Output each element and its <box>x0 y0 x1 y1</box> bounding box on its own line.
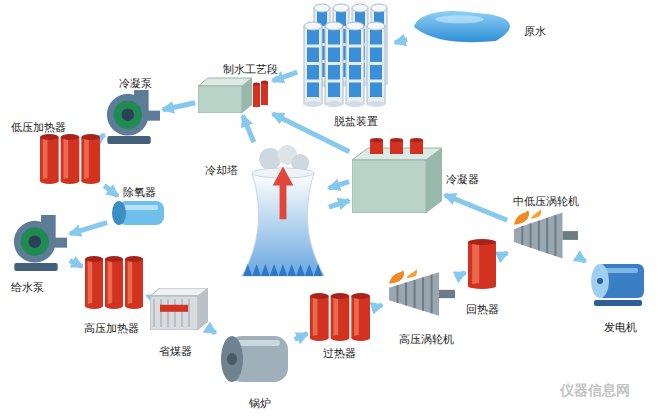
flow-arrow <box>211 330 216 333</box>
generator: 发电机 <box>588 258 650 308</box>
label-holder: 原水 <box>523 20 547 39</box>
cooling-tower: 冷却塔 <box>240 145 326 280</box>
condenser: 冷凝器 <box>352 138 442 213</box>
flow-arrow <box>104 186 118 197</box>
component-label: 高压加热器 <box>83 322 140 335</box>
flow-arrow <box>163 103 195 110</box>
component-label: 冷凝器 <box>445 173 480 186</box>
superheater: 过热器 <box>310 292 372 342</box>
label-holder: 锅炉 <box>248 392 272 411</box>
component-label: 发电机 <box>603 321 638 334</box>
component-label: 过热器 <box>322 347 357 360</box>
flow-arrow <box>295 334 308 340</box>
component-label: 除氧器 <box>122 186 157 199</box>
label-holder: 脱盐装置 <box>333 110 379 129</box>
reheater-picture <box>468 238 498 290</box>
label-holder: 高压涡轮机 <box>398 328 455 347</box>
ip-lp-turbine-picture <box>510 208 580 263</box>
water-treatment-box-picture <box>198 76 270 113</box>
reheater: 回热器 <box>468 238 498 290</box>
component-label: 制水工艺段 <box>222 63 279 76</box>
cooling-tower-picture <box>240 145 326 280</box>
component-label: 低压加热器 <box>10 121 67 134</box>
hp-turbine-picture <box>385 268 457 320</box>
label-holder: 发电机 <box>603 316 638 335</box>
label-holder: 冷凝泵 <box>118 72 153 91</box>
component-label: 原水 <box>523 25 547 38</box>
feed-pump: 给水泵 <box>5 215 67 273</box>
water-treatment-box: 制水工艺段 <box>198 76 270 113</box>
condensate-pump-picture <box>98 88 160 146</box>
label-holder: 过热器 <box>322 342 357 361</box>
lp-heater: 低压加热器 <box>40 133 102 185</box>
raw-water: 原水 <box>410 6 520 44</box>
raw-water-picture <box>410 6 520 44</box>
deaerator-picture <box>110 198 168 228</box>
desalination-unit-picture <box>300 2 392 108</box>
flow-arrow <box>329 182 349 189</box>
label-holder: 回热器 <box>465 298 500 317</box>
condensate-pump: 冷凝泵 <box>98 88 160 146</box>
label-holder: 制水工艺段 <box>222 58 279 77</box>
hp-heater-picture <box>85 255 145 310</box>
deaerator: 除氧器 <box>110 198 168 228</box>
label-holder: 除氧器 <box>122 181 157 200</box>
feed-pump-picture <box>5 215 67 273</box>
generator-picture <box>588 258 650 308</box>
label-holder: 给水泵 <box>10 276 45 295</box>
flow-arrow <box>375 305 382 307</box>
hp-turbine: 高压涡轮机 <box>385 268 457 320</box>
desalination-unit: 脱盐装置 <box>300 2 392 108</box>
economizer: 省煤器 <box>150 288 208 330</box>
component-label: 锅炉 <box>248 397 272 410</box>
boiler: 锅炉 <box>218 330 292 388</box>
flow-arrow <box>583 260 586 262</box>
component-label: 脱盐装置 <box>333 115 379 128</box>
flow-arrow <box>460 273 466 276</box>
flow-arrow <box>501 253 508 256</box>
flow-arrow <box>445 195 507 220</box>
label-holder: 高压加热器 <box>83 317 140 336</box>
label-holder: 冷凝器 <box>445 168 480 187</box>
label-holder: 省煤器 <box>158 340 193 359</box>
economizer-picture <box>150 288 208 330</box>
component-label: 回热器 <box>465 303 500 316</box>
label-holder: 中低压涡轮机 <box>512 190 580 209</box>
flow-arrow <box>70 223 107 234</box>
flow-arrow <box>243 116 254 142</box>
boiler-picture <box>218 330 292 388</box>
label-holder: 冷却塔 <box>204 159 239 178</box>
label-holder: 仪器信息网 <box>560 380 630 400</box>
flow-arrow <box>395 40 407 43</box>
watermark: 仪器信息网 <box>560 382 630 398</box>
component-label: 高压涡轮机 <box>398 333 455 346</box>
lp-heater-picture <box>40 133 102 185</box>
component-label: 中低压涡轮机 <box>512 195 580 208</box>
hp-heater: 高压加热器 <box>85 255 145 310</box>
superheater-picture <box>310 292 372 342</box>
component-label: 省煤器 <box>158 345 193 358</box>
ip-lp-turbine: 中低压涡轮机 <box>510 208 580 263</box>
condenser-picture <box>352 138 442 213</box>
component-label: 冷却塔 <box>204 164 239 177</box>
flow-arrow <box>70 260 83 266</box>
component-label: 冷凝泵 <box>118 77 153 90</box>
flow-arrow <box>329 201 349 208</box>
label-holder: 低压加热器 <box>10 116 67 135</box>
component-label: 给水泵 <box>10 281 45 294</box>
